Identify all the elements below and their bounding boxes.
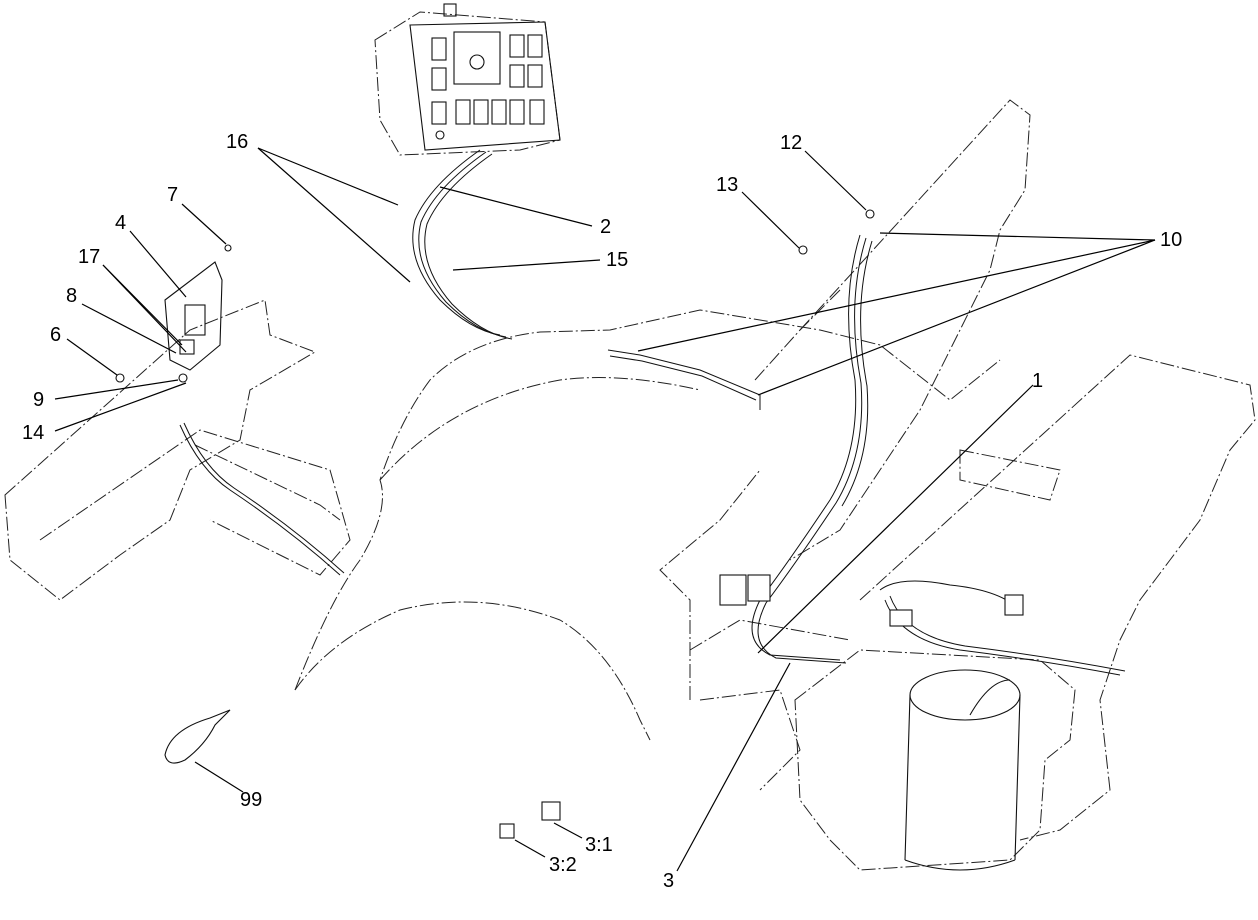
- callout-12: 12: [780, 132, 802, 154]
- callout-4: 4: [115, 212, 126, 234]
- control-panel-box: [374, 3, 561, 156]
- callout-10: 10: [1160, 229, 1182, 251]
- cable-tie: [164, 709, 231, 764]
- callout-3-1: 3:1: [585, 834, 613, 856]
- leader-lines: [54, 147, 1156, 872]
- callout-1: 1: [1032, 370, 1043, 392]
- callout-3-2: 3:2: [549, 854, 577, 876]
- callout-16: 16: [226, 131, 248, 153]
- callout-2: 2: [600, 216, 611, 238]
- callout-14: 14: [22, 422, 44, 444]
- callout-17: 17: [78, 246, 100, 268]
- callout-13: 13: [716, 174, 738, 196]
- callout-3: 3: [663, 870, 674, 892]
- callout-7: 7: [167, 184, 178, 206]
- wiring-harness: [179, 149, 1126, 676]
- callout-15: 15: [606, 249, 628, 271]
- callouts: 1 2 3 3:1 3:2 4 6 7 8 9 10 12 13 14 15 1…: [22, 131, 1182, 892]
- switch-bracket: [164, 261, 223, 371]
- motor: [904, 669, 1021, 871]
- callout-8: 8: [66, 285, 77, 307]
- chassis-phantom-outline: [4, 99, 1256, 871]
- callout-6: 6: [50, 324, 61, 346]
- callout-9: 9: [33, 389, 44, 411]
- callout-99: 99: [240, 789, 262, 811]
- connectors: [115, 209, 1024, 839]
